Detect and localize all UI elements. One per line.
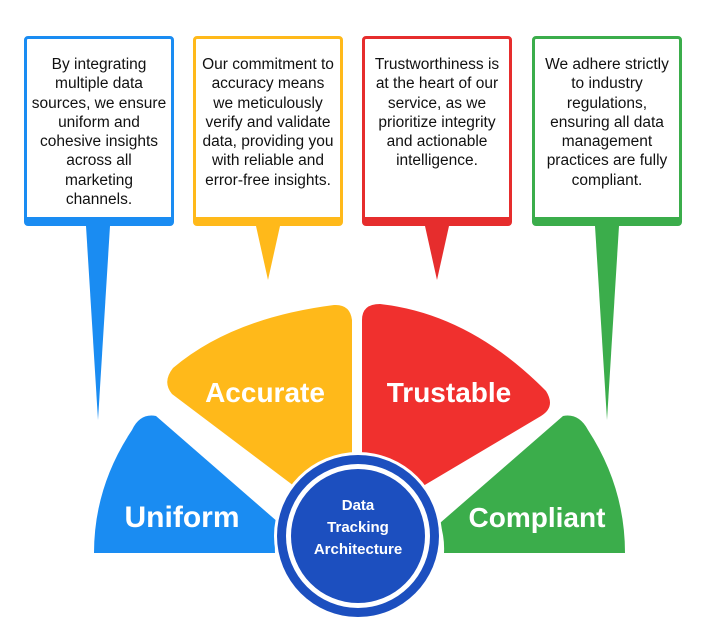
trustable-segment [362, 304, 550, 489]
accurate-segment [167, 304, 352, 489]
trustable-pointer [425, 226, 449, 280]
center-hub [291, 469, 425, 603]
trustable-description: Trustworthiness is at the heart of our s… [374, 56, 500, 170]
accurate-description: Our commitment to accuracy means we meti… [202, 56, 334, 189]
accurate-pointer [256, 226, 280, 280]
compliant-label: Compliant [469, 502, 606, 533]
center-title-line1: Data [342, 497, 375, 514]
compliant-pointer [595, 226, 619, 420]
uniform-description: By integrating multiple data sources, we… [31, 56, 167, 209]
uniform-label: Uniform [125, 501, 240, 534]
center-title-line3: Architecture [314, 541, 402, 558]
trustable-label: Trustable [387, 377, 511, 408]
compliant-description-card: We adhere strictly to industry regulatio… [532, 36, 682, 226]
accurate-label: Accurate [205, 377, 325, 408]
trustable-description-card: Trustworthiness is at the heart of our s… [362, 36, 512, 226]
accurate-description-card: Our commitment to accuracy means we meti… [193, 36, 343, 226]
uniform-pointer [86, 226, 110, 420]
uniform-description-card: By integrating multiple data sources, we… [24, 36, 174, 226]
uniform-segment [94, 415, 279, 553]
compliant-description: We adhere strictly to industry regulatio… [545, 56, 669, 189]
compliant-segment [440, 415, 625, 553]
center-title-line2: Tracking [327, 519, 389, 536]
